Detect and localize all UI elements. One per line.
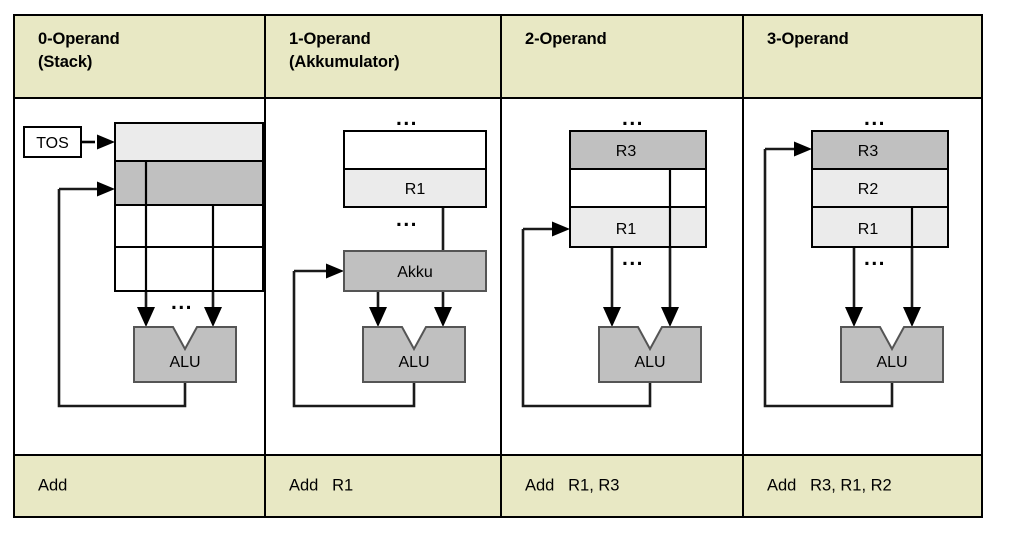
alu-shape <box>133 326 237 384</box>
operand-comparison-table: 0-Operand (Stack) 1-Operand (Akkumulator… <box>13 14 983 518</box>
instruction-cell-2-operand: Add R1, R3 <box>502 456 744 516</box>
regfile-ellipsis-bottom: ... <box>396 208 418 231</box>
register-cell-r1 <box>343 168 487 209</box>
register-label-r3: R3 <box>858 143 879 160</box>
table-diagram-row: TOS ... ALU <box>15 99 981 457</box>
header-label-0-operand: 0-Operand (Stack) <box>38 30 120 71</box>
alu-feedback-path <box>57 189 187 408</box>
alu-label: ALU <box>169 354 200 371</box>
register-cell-r1 <box>811 206 949 249</box>
two-operand-machine-diagram: ... R3 R1 ... ALU <box>521 107 707 408</box>
diagram-cell-0-operand: TOS ... ALU <box>15 99 266 455</box>
table-header-row: 0-Operand (Stack) 1-Operand (Akkumulator… <box>15 16 981 100</box>
header-label-2-operand: 2-Operand <box>525 30 607 48</box>
feedback-arrow-head <box>552 221 570 237</box>
regfile-ellipsis-top: ... <box>622 107 644 130</box>
alu-shape <box>362 326 466 384</box>
alu-feedback-path <box>292 271 416 408</box>
register-cell-r2 <box>811 168 949 209</box>
register-cell-empty <box>343 130 487 171</box>
regfile-ellipsis-top: ... <box>396 107 418 130</box>
header-cell-1-operand: 1-Operand (Akkumulator) <box>266 16 502 98</box>
register-label-r1: R1 <box>858 221 879 238</box>
register-cell-empty <box>569 168 707 209</box>
stack-ellipsis: ... <box>171 291 193 314</box>
feedback-arrow-head <box>326 263 344 279</box>
register-label-r1: R1 <box>616 221 637 238</box>
operand-arrow-right <box>434 307 452 328</box>
regfile-ellipsis-bottom: ... <box>864 247 886 270</box>
three-operand-machine-diagram: ... R3 R2 R1 ... ALU <box>763 107 949 408</box>
alu-shape <box>840 326 944 384</box>
alu-feedback-path <box>521 229 652 408</box>
feedback-arrow-head <box>97 181 115 197</box>
instruction-label-1-operand: Add R1 <box>289 476 354 495</box>
diagram-cell-2-operand: ... R3 R1 ... ALU <box>502 99 744 455</box>
instruction-cell-1-operand: Add R1 <box>266 456 502 516</box>
accumulator-box <box>343 250 487 293</box>
accumulator-machine-diagram: ... R1 ... Akku ALU <box>292 107 487 408</box>
tos-arrow-head <box>97 134 115 150</box>
header-label-1-operand: 1-Operand (Akkumulator) <box>289 30 400 71</box>
accumulator-label: Akku <box>397 264 433 281</box>
tos-label-box <box>23 126 82 159</box>
regfile-ellipsis-top: ... <box>864 107 886 130</box>
stack-cell-tos <box>114 122 264 163</box>
instruction-label-3-operand: Add R3, R1, R2 <box>767 476 892 495</box>
diagram-cell-3-operand: ... R3 R2 R1 ... ALU <box>744 99 981 454</box>
header-label-3-operand: 3-Operand <box>767 30 849 48</box>
alu-shape <box>598 326 702 384</box>
operand-arrow-left <box>369 307 387 328</box>
instruction-label-0-operand: Add <box>38 476 68 495</box>
instruction-label-2-operand: Add R1, R3 <box>525 476 620 495</box>
alu-label: ALU <box>398 354 429 371</box>
header-cell-0-operand: 0-Operand (Stack) <box>15 16 266 98</box>
alu-label: ALU <box>634 354 665 371</box>
header-cell-3-operand: 3-Operand <box>744 16 981 97</box>
operand-arrow-right <box>204 307 222 328</box>
feedback-arrow-head <box>794 141 812 157</box>
stack-cell-third <box>114 204 264 249</box>
operand-arrow-left <box>603 307 621 328</box>
stack-cell-fourth <box>114 246 264 293</box>
stack-machine-diagram: TOS ... ALU <box>23 122 264 408</box>
header-cell-2-operand: 2-Operand <box>502 16 744 98</box>
stack-cell-second <box>114 160 264 207</box>
alu-feedback-path <box>763 149 894 408</box>
alu-label: ALU <box>876 354 907 371</box>
instruction-cell-0-operand: Add <box>15 456 266 516</box>
register-label-r1: R1 <box>405 181 426 198</box>
register-cell-r1 <box>569 206 707 249</box>
diagram-cell-1-operand: ... R1 ... Akku ALU <box>266 99 502 455</box>
operand-arrow-right <box>661 307 679 328</box>
regfile-ellipsis-bottom: ... <box>622 247 644 270</box>
operand-arrow-left <box>845 307 863 328</box>
tos-label-text: TOS <box>36 135 69 152</box>
register-cell-r3 <box>569 130 707 171</box>
register-label-r2: R2 <box>858 181 879 198</box>
register-cell-r3 <box>811 130 949 171</box>
instruction-cell-3-operand: Add R3, R1, R2 <box>744 456 981 516</box>
register-label-r3: R3 <box>616 143 637 160</box>
operand-arrow-right <box>903 307 921 328</box>
table-instruction-row: Add Add R1 Add R1, R3 Add R3, R1, R2 <box>15 456 981 516</box>
operand-arrow-left <box>137 307 155 328</box>
